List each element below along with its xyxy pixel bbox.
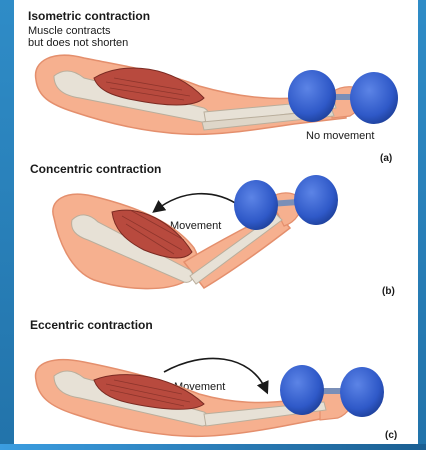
panel-a-weight-plate-left <box>288 70 336 122</box>
diagram-panel: Isometric contraction Muscle contracts b… <box>14 0 418 450</box>
panel-a-weight-plate-right <box>350 72 398 124</box>
panel-c-weight-plate-left <box>280 365 324 415</box>
panel-b-weight-plate-left <box>234 180 278 230</box>
panel-c-weight-plate-right <box>340 367 384 417</box>
panel-c-movement-arrow <box>164 358 266 390</box>
bottom-accent-strip <box>0 444 426 450</box>
arm-illustrations <box>14 0 418 450</box>
panel-b-movement-arrow <box>156 194 240 210</box>
panel-b-weight-plate-right <box>294 175 338 225</box>
